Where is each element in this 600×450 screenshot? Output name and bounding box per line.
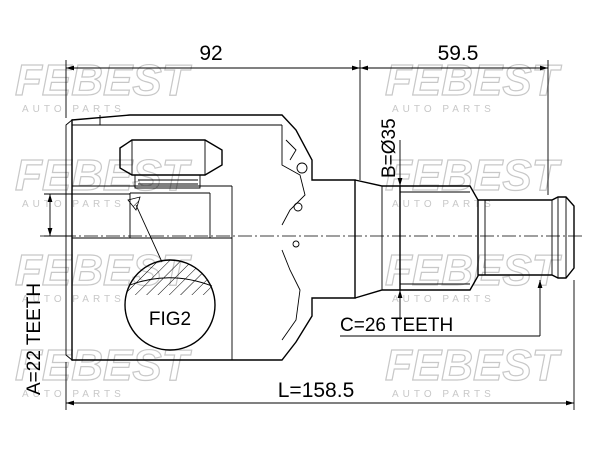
watermark-tagline-8: AUTO PARTS [392,389,495,400]
fig2-detail: FIG2 [124,196,216,351]
watermark-brand-6: FEBEST [385,246,562,295]
dimension-inner-teeth: C=26 TEETH [340,280,543,337]
diameter-label: B=Ø35 [379,118,400,178]
watermark-tagline-2: AUTO PARTS [392,104,495,115]
watermark-tagline-4: AUTO PARTS [392,199,495,210]
watermark-brand-8: FEBEST [385,341,562,390]
joint-housing [65,114,356,361]
watermark-brand-2: FEBEST [385,56,562,105]
figure-label: FIG2 [149,309,191,330]
total-length-label: L=158.5 [278,379,355,402]
watermark-tagline-7: AUTO PARTS [22,389,125,400]
outer-teeth-label: A=22 TEETH [24,283,45,395]
dimension-total-length: L=158.5 [65,280,575,410]
inner-teeth-label: C=26 TEETH [340,315,453,336]
watermark-tagline-6: AUTO PARTS [392,294,495,305]
watermark-tagline-3: AUTO PARTS [22,199,125,210]
output-shaft [354,179,575,299]
length-b-label: 59.5 [438,42,479,65]
watermark-tagline-1: AUTO PARTS [22,104,125,115]
length-a-label: 92 [199,42,222,65]
watermark-group: FEBEST AUTO PARTS FEBEST AUTO PARTS FEBE… [14,55,562,400]
watermark-brand-1: FEBEST [15,56,192,105]
dimension-59-5: 59.5 [360,42,549,195]
dimension-diameter: B=Ø35 [379,118,403,320]
dimension-outer-teeth: A=22 TEETH [24,193,130,395]
dimension-92: 92 [65,42,361,180]
